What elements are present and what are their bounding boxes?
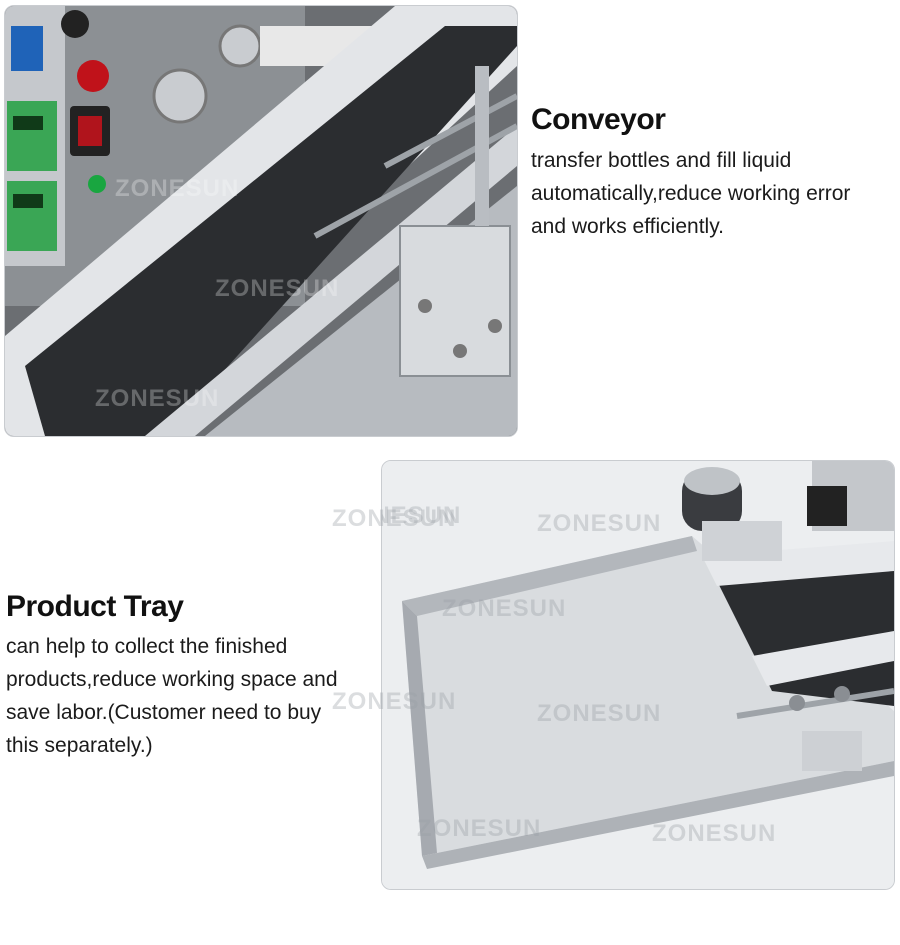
green-display-2 [7,181,57,251]
watermark: ZONESUN [417,815,541,842]
watermark: ZONESUN [332,505,457,532]
product-tray-description-line: can help to collect the finished [6,635,288,658]
watermark: ZONESUN [215,275,339,302]
bracket-clamp [807,486,847,526]
emergency-stop-button [77,60,109,92]
conveyor-illustration: ZONESUN ZONESUN ZONESUN [5,6,517,436]
watermark: ZONESUN [332,688,457,715]
blue-panel [11,26,43,71]
product-tray-illustration: ZONESUN ZONESUN ZONESUN ZONESUN ZONESUN … [382,461,894,889]
product-tray-description-line: save labor.(Customer need to buy [6,701,322,724]
conveyor-description-line: automatically,reduce working error [531,182,851,205]
watermark: ZONESUN [382,502,461,529]
watermark: ZONESUN [537,700,661,727]
green-display-1 [7,101,57,171]
watermark: ZONESUN [652,820,776,847]
timer-knob [61,10,89,38]
watermark: ZONESUN [442,595,566,622]
green-button [88,175,106,193]
product-tray-description: can help to collect the finished product… [6,630,338,762]
conveyor-description-line: transfer bottles and fill liquid [531,149,792,172]
watermark: ZONESUN [115,175,239,202]
product-tray-description-line: this separately.) [6,734,153,757]
product-tray-heading: Product Tray [6,590,184,623]
product-tray-photo: ZONESUN ZONESUN ZONESUN ZONESUN ZONESUN … [381,460,895,890]
conveyor-description: transfer bottles and fill liquid automat… [531,144,850,243]
watermark: ZONESUN [537,510,661,537]
conveyor-description-line: and works efficiently. [531,215,724,238]
product-tray-description-line: products,reduce working space and [6,668,338,691]
conveyor-photo: ZONESUN ZONESUN ZONESUN [4,5,518,437]
conveyor-belt [25,26,517,436]
pump-head [152,68,208,124]
watermark: ZONESUN [95,385,219,412]
conveyor-heading: Conveyor [531,103,666,136]
